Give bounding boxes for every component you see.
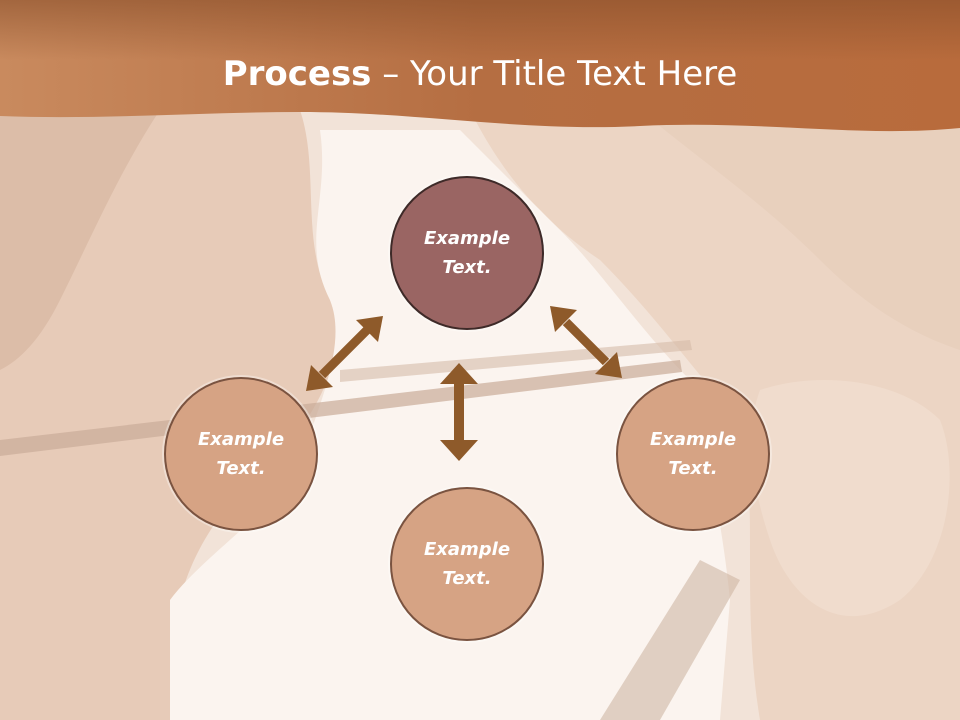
process-node-right: Example Text.	[616, 377, 770, 531]
node-bottom-line1: Example	[423, 539, 511, 560]
node-top-line2: Text.	[442, 257, 492, 278]
node-left-line1: Example	[197, 429, 285, 450]
node-top-line1: Example	[423, 228, 511, 249]
process-node-left: Example Text.	[164, 377, 318, 531]
arrow-top-left	[306, 316, 383, 391]
arrow-vertical	[440, 363, 478, 461]
node-right-line2: Text.	[668, 458, 718, 479]
title-rest: – Your Title Text Here	[371, 54, 738, 94]
node-right-line1: Example	[649, 429, 737, 450]
arrow-top-right	[550, 306, 622, 378]
process-node-top: Example Text.	[390, 176, 544, 330]
page-title: Process – Your Title Text Here	[0, 52, 960, 96]
node-bottom-line2: Text.	[442, 568, 492, 589]
node-left-line2: Text.	[216, 458, 266, 479]
title-bold: Process	[222, 54, 372, 94]
process-node-bottom: Example Text.	[390, 487, 544, 641]
